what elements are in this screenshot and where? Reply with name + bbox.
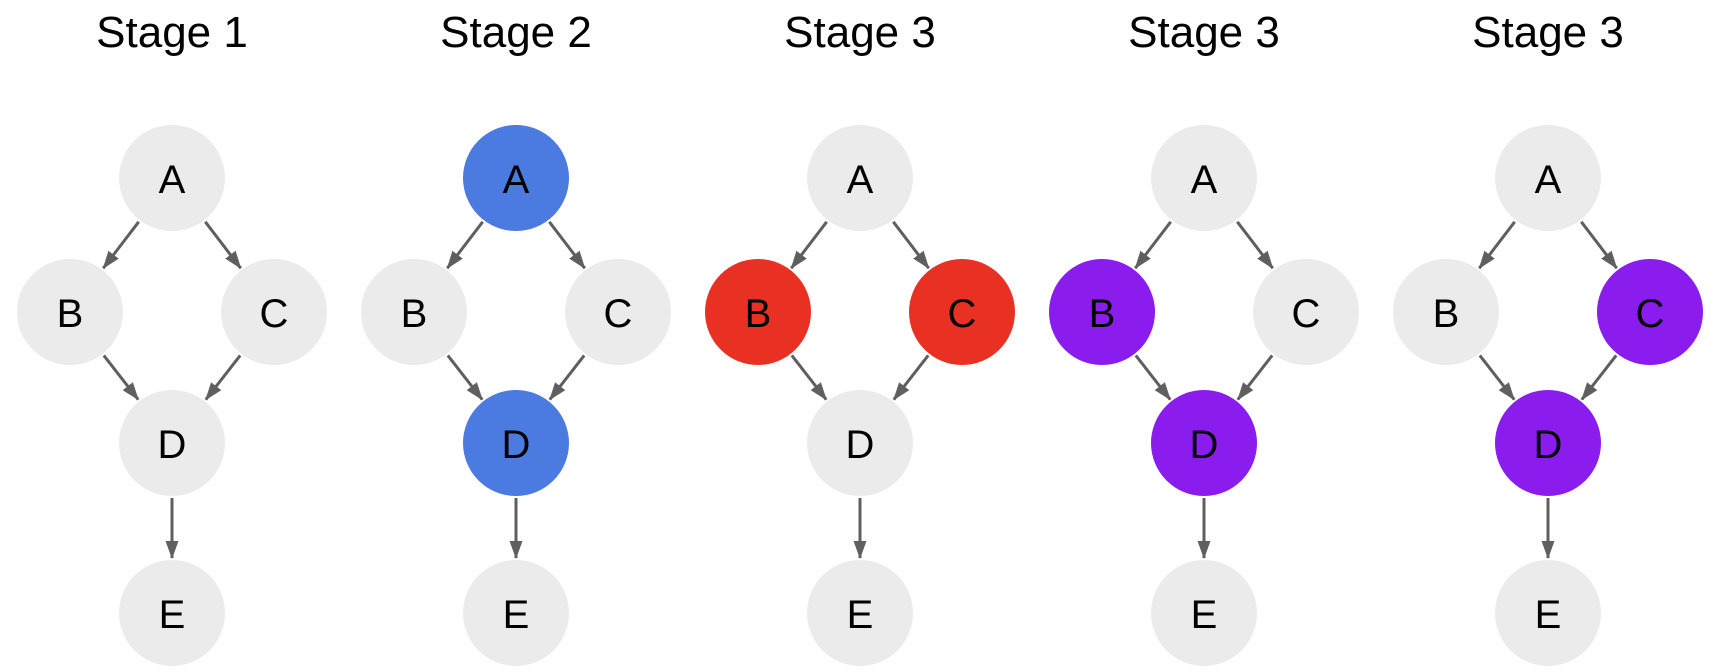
node-label-B: B (745, 292, 772, 336)
stage-panel: Stage 3 A B C D E (1049, 8, 1359, 666)
edge-A-B (1134, 220, 1172, 270)
edge-A-C (204, 220, 242, 270)
node-B (705, 259, 811, 365)
stage-panel: Stage 3 A B C D E (705, 8, 1015, 666)
edge-B-D (790, 354, 828, 401)
node-label-A: A (847, 158, 874, 202)
node-B (361, 259, 467, 365)
node-B (17, 259, 123, 365)
node-label-E: E (503, 593, 530, 637)
edge-C-D (1236, 354, 1274, 401)
node-D (463, 390, 569, 496)
node-E (463, 560, 569, 666)
stage-panel: Stage 1 A B C D E (17, 8, 327, 666)
node-label-D: D (158, 423, 187, 467)
node-label-A: A (159, 158, 186, 202)
node-C (909, 259, 1015, 365)
stage-title: Stage 3 (1128, 8, 1280, 57)
node-A (807, 125, 913, 231)
edge-C-D (548, 354, 586, 401)
node-label-B: B (1089, 292, 1116, 336)
edge-A-B (790, 220, 828, 270)
node-label-B: B (57, 292, 84, 336)
node-D (1495, 390, 1601, 496)
node-label-A: A (1191, 158, 1218, 202)
node-label-E: E (1191, 593, 1218, 637)
node-label-C: C (604, 292, 633, 336)
node-label-C: C (1292, 292, 1321, 336)
edge-B-D (1478, 354, 1516, 401)
node-label-E: E (1535, 593, 1562, 637)
node-A (463, 125, 569, 231)
node-label-D: D (1534, 423, 1563, 467)
node-label-E: E (847, 593, 874, 637)
node-C (1253, 259, 1359, 365)
stage-panel: Stage 2 A B C D E (361, 8, 671, 666)
stage-title: Stage 1 (96, 8, 248, 57)
node-label-A: A (1535, 158, 1562, 202)
stage-panel: Stage 3 A B C D E (1393, 8, 1703, 666)
node-C (1597, 259, 1703, 365)
node-label-C: C (948, 292, 977, 336)
node-C (565, 259, 671, 365)
edge-B-D (102, 354, 140, 401)
node-label-B: B (1433, 292, 1460, 336)
node-label-C: C (260, 292, 289, 336)
node-B (1393, 259, 1499, 365)
node-A (1495, 125, 1601, 231)
node-label-E: E (159, 593, 186, 637)
node-E (807, 560, 913, 666)
node-C (221, 259, 327, 365)
edge-C-D (892, 354, 930, 401)
node-label-D: D (846, 423, 875, 467)
node-D (119, 390, 225, 496)
edge-B-D (1134, 354, 1172, 401)
edge-A-C (1236, 220, 1274, 270)
stage-title: Stage 3 (1472, 8, 1624, 57)
node-E (1495, 560, 1601, 666)
node-E (119, 560, 225, 666)
edge-A-C (892, 220, 930, 270)
edge-B-D (446, 354, 484, 401)
edge-A-C (1580, 220, 1618, 270)
node-label-C: C (1636, 292, 1665, 336)
node-label-D: D (502, 423, 531, 467)
node-D (807, 390, 913, 496)
node-D (1151, 390, 1257, 496)
edge-A-B (1478, 220, 1516, 270)
edge-C-D (1580, 354, 1618, 401)
node-label-D: D (1190, 423, 1219, 467)
edge-A-B (446, 220, 484, 270)
edge-A-C (548, 220, 586, 270)
node-B (1049, 259, 1155, 365)
edge-C-D (204, 354, 242, 401)
node-E (1151, 560, 1257, 666)
node-A (1151, 125, 1257, 231)
node-label-A: A (503, 158, 530, 202)
stage-title: Stage 2 (440, 8, 592, 57)
stage-title: Stage 3 (784, 8, 936, 57)
edge-A-B (102, 220, 140, 270)
node-label-B: B (401, 292, 428, 336)
node-A (119, 125, 225, 231)
